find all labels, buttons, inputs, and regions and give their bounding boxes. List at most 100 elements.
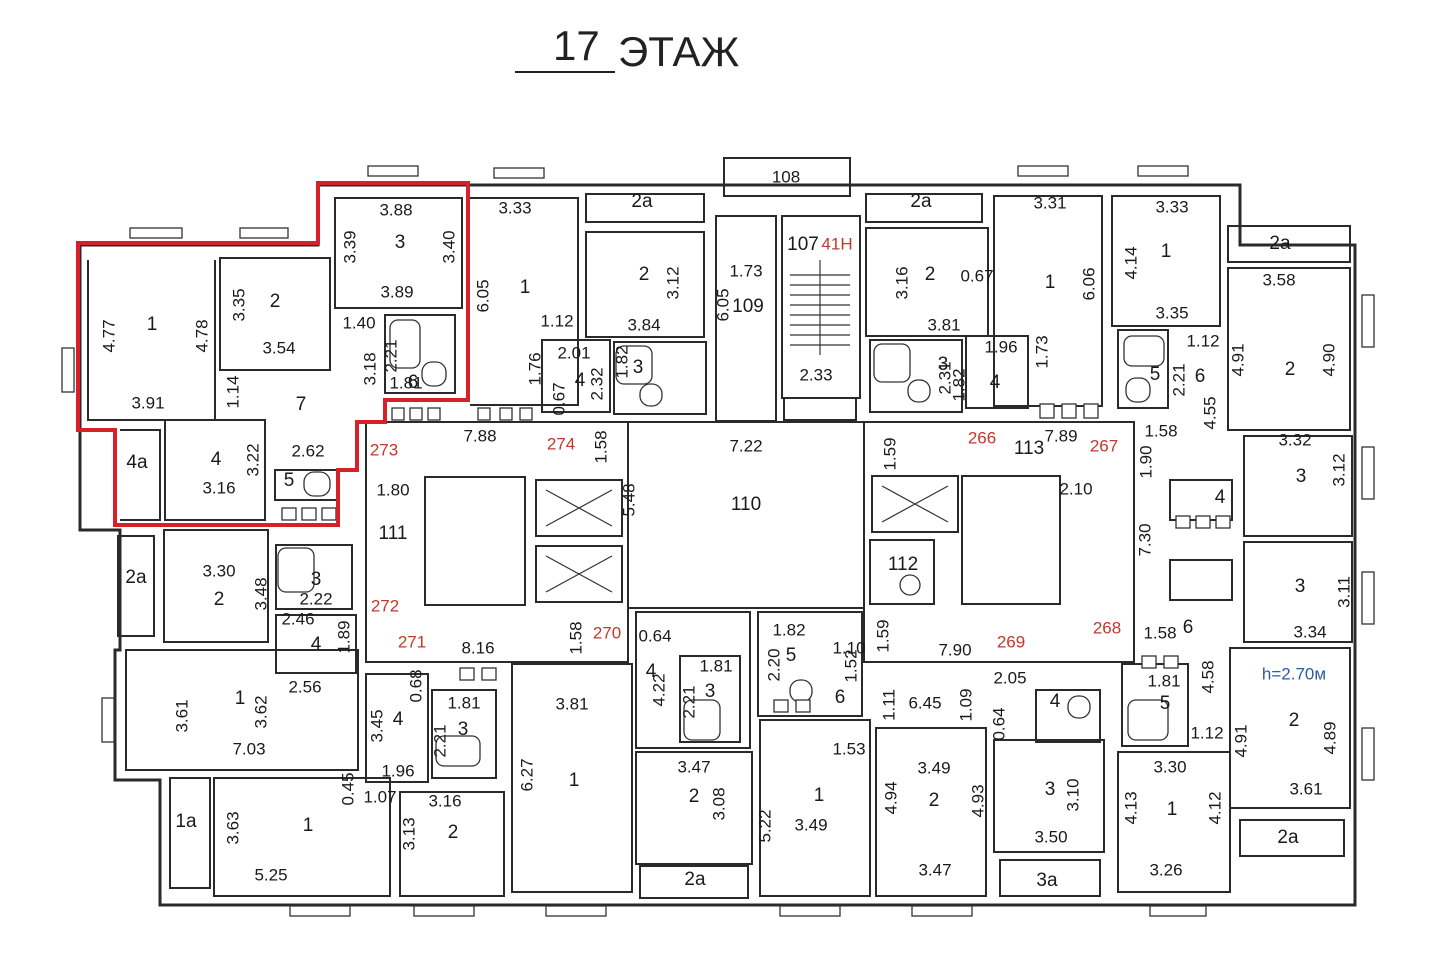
dimension-label: 3.35 xyxy=(229,288,248,321)
room-number-label: 4 xyxy=(575,370,586,391)
room-number-label: 6 xyxy=(1195,366,1206,387)
room-number-label: 1 xyxy=(1167,799,1178,820)
room-number-label: 4 xyxy=(646,661,657,682)
dimension-label: 2.21 xyxy=(381,339,400,372)
dimension-label: 3.16 xyxy=(428,791,461,810)
room-number-label: 5 xyxy=(284,470,295,491)
room-number-label: 4 xyxy=(990,372,1001,393)
floor-title: 17 ЭТАЖ xyxy=(515,22,739,75)
floor-word: ЭТАЖ xyxy=(618,28,739,75)
room-number-label: 3 xyxy=(1045,779,1056,800)
door-number-label: 273 xyxy=(370,440,398,459)
room-number-label: 3 xyxy=(1295,576,1306,597)
dimension-label: 1.09 xyxy=(956,688,975,721)
dimension-label: 0.67 xyxy=(549,382,568,415)
dimension-label: 3.12 xyxy=(1329,453,1348,486)
dimension-label: 3.81 xyxy=(555,694,588,713)
dimension-label: 3.18 xyxy=(360,352,379,385)
dimension-label: 3.81 xyxy=(927,315,960,334)
room-number-label: 1 xyxy=(1161,241,1172,262)
room-number-label: 3 xyxy=(705,681,716,702)
dimension-label: 1.52 xyxy=(841,649,860,682)
dimension-label: 3.33 xyxy=(1155,197,1188,216)
dimension-label: 3.30 xyxy=(202,561,235,580)
dimension-label: 3.58 xyxy=(1262,270,1295,289)
dimension-label: 1.12 xyxy=(1186,331,1219,350)
room-number-label: 107 xyxy=(787,234,819,255)
dimension-label: 0.64 xyxy=(989,707,1008,740)
room-number-label: 2a xyxy=(125,567,147,588)
room-number-label: 4 xyxy=(1215,487,1226,508)
dimension-label: 4.12 xyxy=(1205,791,1224,824)
dimension-label: 3.16 xyxy=(892,266,911,299)
dimension-label: 1.12 xyxy=(1190,723,1223,742)
dimension-label: 2.32 xyxy=(587,367,606,400)
door-number-label: 41Н xyxy=(821,234,852,253)
dimension-label: 1.82 xyxy=(612,345,631,378)
dimension-label: 2.46 xyxy=(281,609,314,628)
room-number-label: 5 xyxy=(786,645,797,666)
dimension-label: 3.45 xyxy=(367,709,386,742)
dimension-label: 7.89 xyxy=(1044,426,1077,445)
room-number-label: 5 xyxy=(1150,364,1161,385)
room-number-label: 110 xyxy=(731,494,761,515)
dimension-label: 1.96 xyxy=(381,761,414,780)
dimension-label: 2.05 xyxy=(993,668,1026,687)
room-number-label: 3 xyxy=(1296,466,1307,487)
dimension-label: 6.05 xyxy=(713,288,732,321)
room-number-label: 2 xyxy=(925,264,936,285)
dimension-label: 2.21 xyxy=(679,685,698,718)
dimension-label: 3.34 xyxy=(1293,622,1326,641)
dimension-label: 3.50 xyxy=(1034,827,1067,846)
dimension-label: 1.40 xyxy=(342,313,375,332)
dimension-label: 7.03 xyxy=(232,739,265,758)
dimension-label: 1.82 xyxy=(949,368,968,401)
dimension-label: 4.91 xyxy=(1231,724,1250,757)
dimension-label: 1.58 xyxy=(591,430,610,463)
door-number-label: 269 xyxy=(997,632,1025,651)
room-number-label: 113 xyxy=(1014,438,1044,459)
dimension-label: 4.93 xyxy=(968,784,987,817)
room-number-label: 4a xyxy=(126,452,148,473)
dimension-label: 6.45 xyxy=(908,693,941,712)
room-number-label: 3 xyxy=(458,719,469,740)
room-number-label: 2 xyxy=(214,589,225,610)
dimension-label: 7.22 xyxy=(729,436,762,455)
room-number-label: 6 xyxy=(835,687,846,708)
dimension-label: 3.54 xyxy=(262,338,295,357)
room-number-label: 109 xyxy=(732,296,764,317)
dimension-label: 5.48 xyxy=(619,483,638,516)
dimension-label: h=2.70м xyxy=(1262,664,1326,683)
dimension-label: 3.49 xyxy=(794,815,827,834)
room-number-label: 6 xyxy=(1183,617,1194,638)
dimension-label: 3.89 xyxy=(380,282,413,301)
dimension-label: 3.61 xyxy=(1289,779,1322,798)
dimension-label: 1.81 xyxy=(1147,671,1180,690)
dimension-label: 2.31 xyxy=(935,361,954,394)
dimension-label: 2.56 xyxy=(288,677,321,696)
room-number-label: 4 xyxy=(211,449,222,470)
room-number-label: 2 xyxy=(1285,359,1296,380)
dimension-label: 2.62 xyxy=(291,441,324,460)
room-number-label: 2 xyxy=(929,790,940,811)
dimension-label: 1.89 xyxy=(334,620,353,653)
dimension-label: 5.22 xyxy=(755,809,774,842)
dimension-label: 3.39 xyxy=(340,230,359,263)
dimension-label: 4.91 xyxy=(1228,343,1247,376)
dimension-label: 1.80 xyxy=(376,480,409,499)
dimension-label: 3.40 xyxy=(439,230,458,263)
room-number-label: 3a xyxy=(1036,870,1058,891)
dimension-label: 0.45 xyxy=(338,772,357,805)
dimension-label: 4.94 xyxy=(881,781,900,814)
dimension-label: 3.12 xyxy=(663,266,682,299)
door-number-label: 272 xyxy=(371,596,399,615)
door-number-label: 267 xyxy=(1090,436,1118,455)
room-number-label: 6 xyxy=(408,372,419,393)
dimension-label: 2.10 xyxy=(1059,479,1092,498)
dimension-label: 2.21 xyxy=(1169,363,1188,396)
dimension-label: 2.22 xyxy=(299,589,332,608)
dimension-label: 3.47 xyxy=(677,757,710,776)
dimension-label: 3.22 xyxy=(243,443,262,476)
room-number-label: 1 xyxy=(147,314,158,335)
dimension-label: 1.82 xyxy=(772,620,805,639)
